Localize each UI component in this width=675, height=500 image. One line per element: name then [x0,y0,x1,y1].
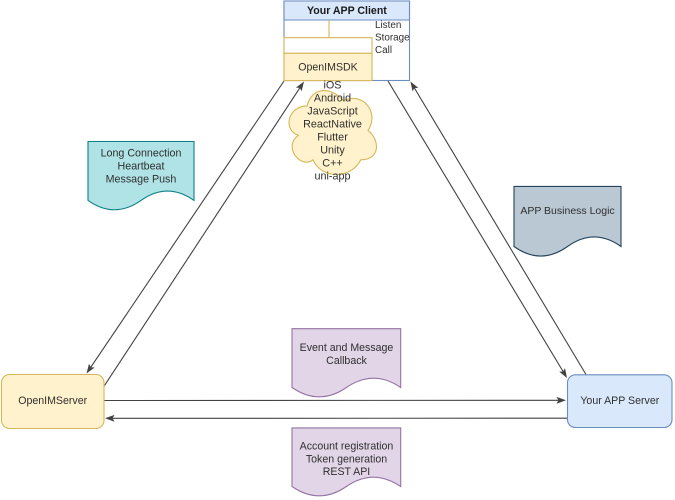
svg-text:Callback: Callback [326,355,367,367]
svg-text:uni-app: uni-app [314,170,350,182]
svg-text:Your APP Server: Your APP Server [580,395,659,407]
svg-text:Event and Message: Event and Message [300,342,394,354]
svg-text:APP Business Logic: APP Business Logic [520,205,614,217]
svg-text:OpenIMServer: OpenIMServer [18,395,87,407]
svg-text:C++: C++ [322,157,342,169]
svg-text:Long Connection: Long Connection [101,148,182,160]
svg-text:REST API: REST API [323,466,371,478]
svg-text:Your APP Client: Your APP Client [307,5,387,17]
svg-text:iOS: iOS [324,79,342,91]
svg-text:Account registration: Account registration [300,440,394,452]
svg-text:Call: Call [375,45,392,56]
svg-text:OpenIMSDK: OpenIMSDK [298,61,357,73]
svg-text:Android: Android [314,92,351,104]
svg-text:Storage: Storage [375,33,410,44]
svg-text:JavaScript: JavaScript [307,105,357,117]
svg-text:Listen: Listen [375,20,401,31]
svg-text:ReactNative: ReactNative [303,118,362,130]
svg-text:Message Push: Message Push [106,174,177,186]
svg-text:Flutter: Flutter [317,131,348,143]
svg-text:Token generation: Token generation [306,453,387,465]
svg-text:Unity: Unity [320,144,345,156]
svg-text:Heartbeat: Heartbeat [118,161,165,173]
